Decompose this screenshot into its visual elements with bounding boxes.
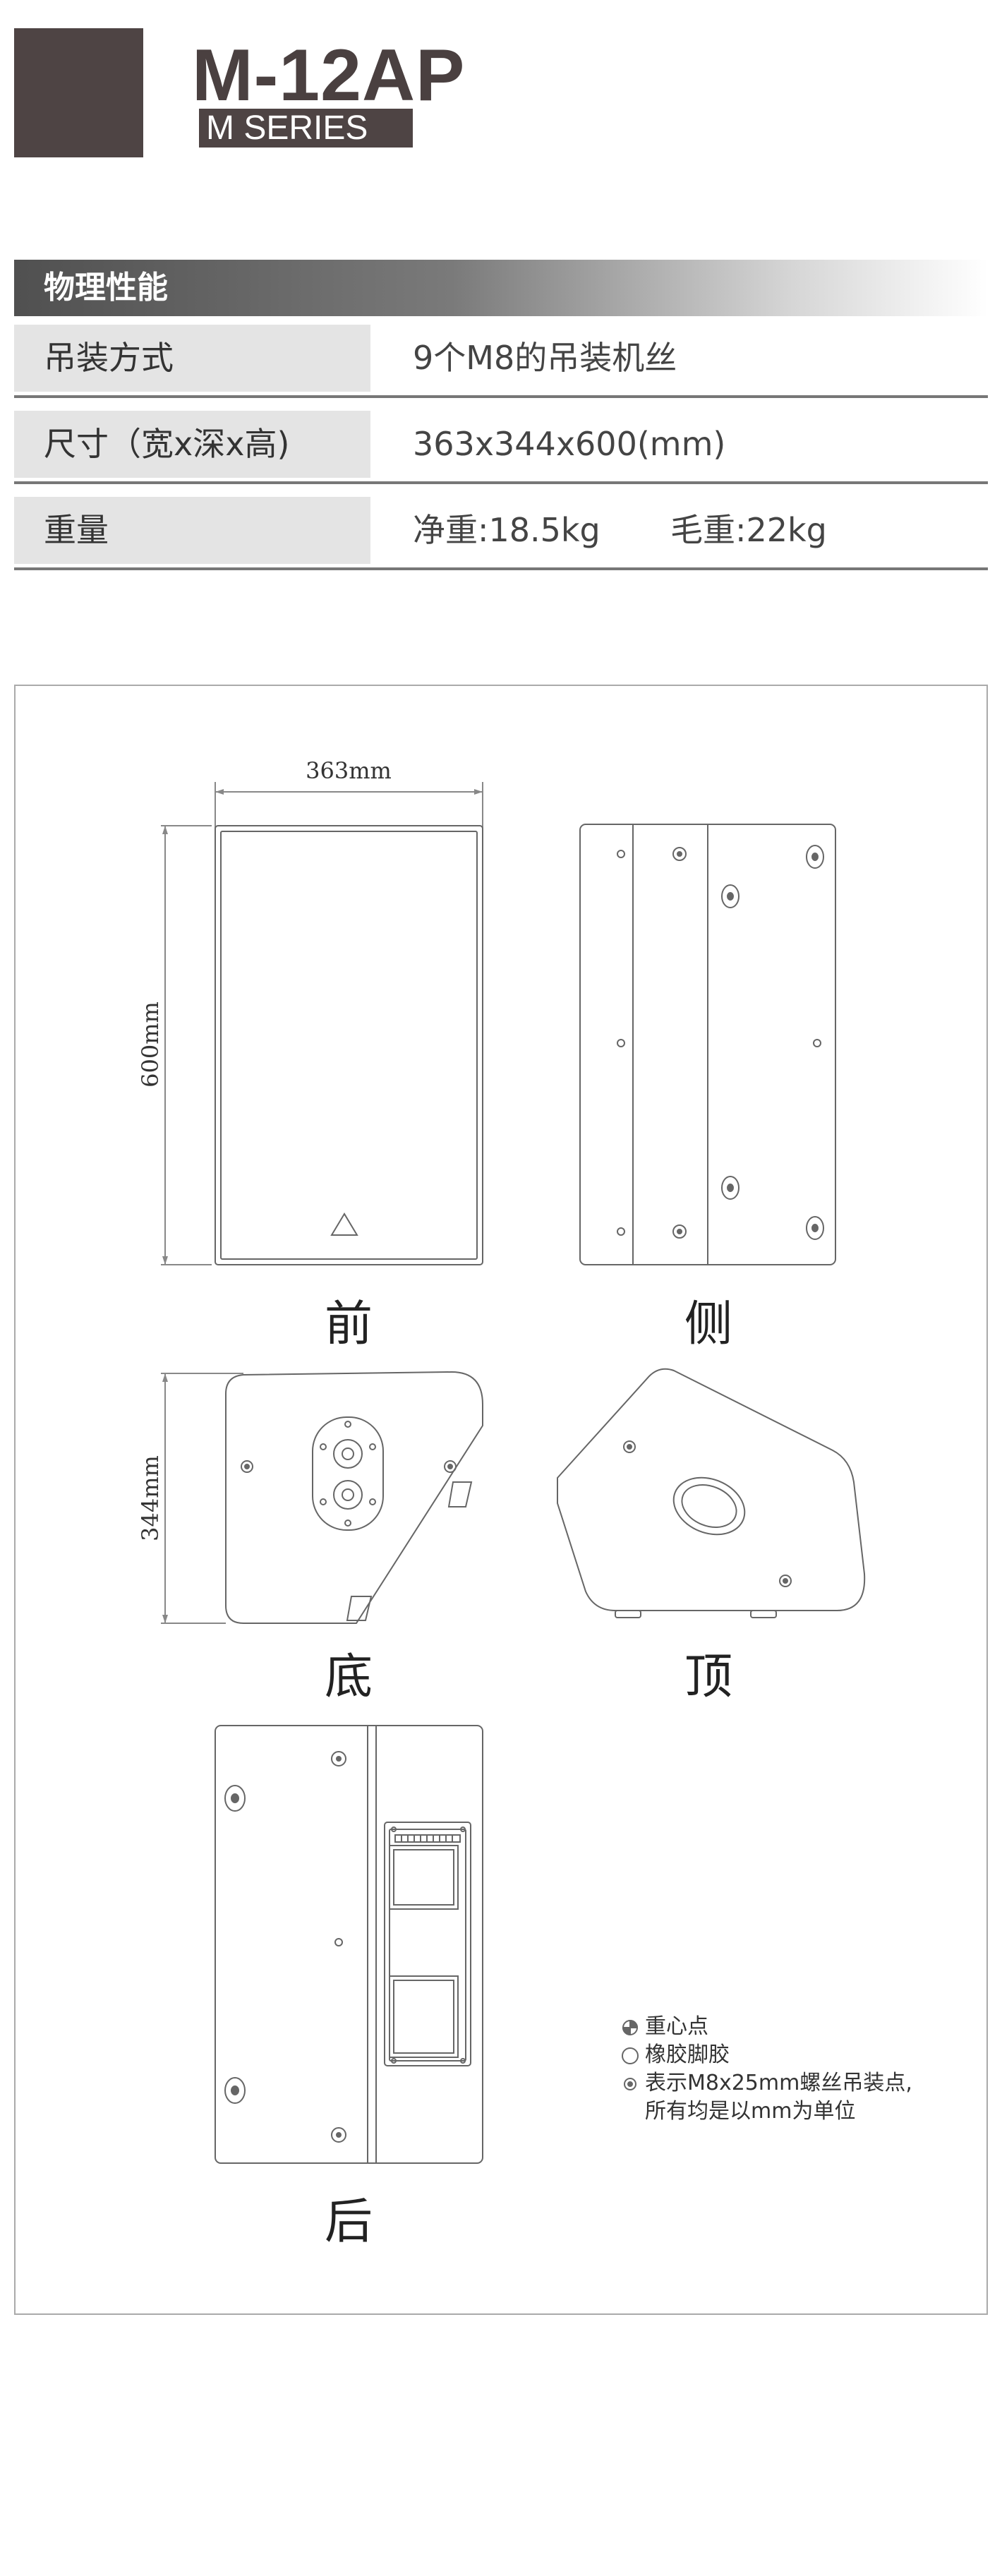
legend-item-rigging-point: 表示M8x25mm螺丝吊装点, (621, 2069, 912, 2097)
legend-text: 橡胶脚胶 (645, 2042, 730, 2067)
legend-text: 所有均是以mm为单位 (645, 2099, 856, 2124)
spec-row-weight: 重量 净重:18.5kg 毛重:22kg (14, 497, 988, 570)
spec-value: 363x344x600(mm) (413, 425, 726, 463)
side-view-drawing (579, 824, 836, 1265)
front-view-drawing: 363mm 600mm (137, 757, 483, 1265)
dim-width-label: 363mm (306, 757, 392, 784)
caption-side: 侧 (684, 1296, 732, 1352)
dim-depth-label: 344mm (137, 1455, 164, 1541)
spec-label: 吊装方式 (14, 325, 370, 392)
legend-item-units-note: 所有均是以mm为单位 (621, 2097, 912, 2126)
row-divider (14, 395, 988, 398)
caption-back: 后 (324, 2194, 373, 2250)
spec-label: 尺寸（宽x深x高) (14, 411, 370, 478)
drawing-legend: 重心点 橡胶脚胶 表示M8x25mm螺丝吊装点, 所有均是以mm为单位 (621, 2013, 912, 2126)
caption-front: 前 (324, 1296, 373, 1352)
legend-text: 重心点 (645, 2014, 708, 2039)
spec-section-title: 物理性能 (14, 260, 988, 316)
legend-text: 表示M8x25mm螺丝吊装点, (645, 2071, 912, 2095)
legend-symbols (622, 2019, 639, 2090)
model-title: M-12AP (192, 35, 466, 116)
legend-item-rubber-feet: 橡胶脚胶 (621, 2041, 912, 2069)
back-view-drawing (215, 1725, 483, 2164)
spec-value-gross-weight: 毛重:22kg (670, 511, 827, 549)
technical-drawing-panel (14, 685, 988, 2315)
rubber-foot-icon (622, 2047, 639, 2064)
spec-label: 重量 (14, 497, 370, 564)
spec-value-net-weight: 净重:18.5kg (413, 511, 600, 549)
brand-logo-block (14, 28, 143, 157)
bottom-view-drawing: 344mm (137, 1371, 483, 1624)
spec-row-dimensions: 尺寸（宽x深x高) 363x344x600(mm) (14, 411, 988, 484)
caption-bottom: 底 (324, 1649, 373, 1705)
spec-row-rigging: 吊装方式 9个M8的吊装机丝 (14, 325, 988, 398)
series-badge: M SERIES (199, 109, 413, 148)
dim-height-label: 600mm (137, 1001, 164, 1088)
spec-value: 9个M8的吊装机丝 (413, 339, 677, 377)
rigging-point-icon (624, 2078, 636, 2090)
top-view-drawing (557, 1368, 866, 1618)
caption-top: 顶 (684, 1649, 732, 1705)
legend-item-center-of-gravity: 重心点 (621, 2013, 912, 2041)
row-divider (14, 567, 988, 570)
row-divider (14, 481, 988, 484)
